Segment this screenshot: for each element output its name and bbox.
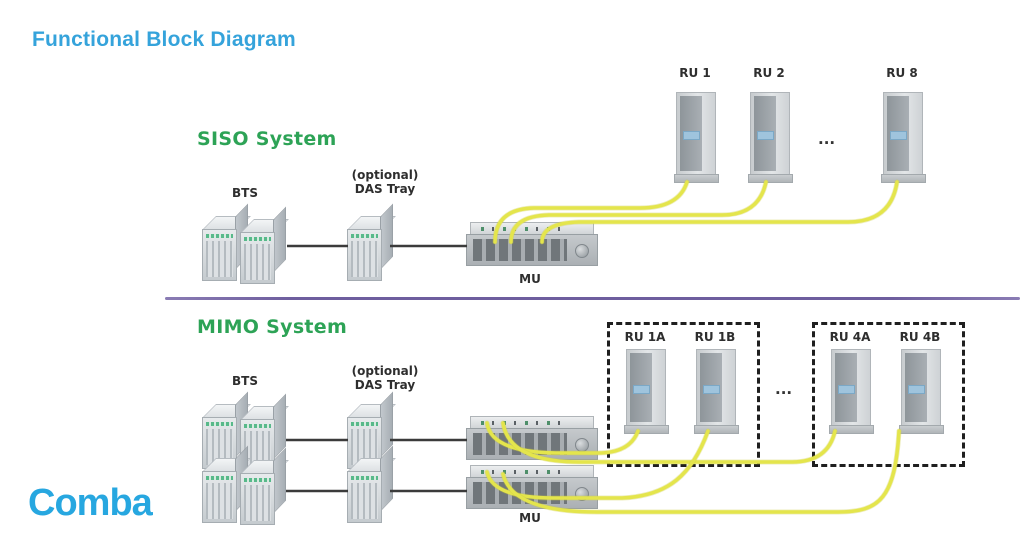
das-tray-label-mimo: (optional) DAS Tray [330,364,440,392]
ellipsis-mimo: ... [775,380,793,398]
ru-base [674,174,719,183]
tower-front-face [240,473,275,525]
ru-unit-icon [748,92,793,183]
tower-front-face [347,471,382,523]
ru1b-label: RU 1B [694,330,736,344]
mu-label-siso: MU [519,272,541,286]
mu-unit-icon [466,222,598,266]
tower-vent-slats [206,483,233,519]
ru-unit-icon [829,349,874,434]
mu-body [466,428,598,460]
ru-base [899,425,944,434]
ru-display [890,130,907,140]
ru-base [881,174,926,183]
ru-unit-icon [674,92,719,183]
server-tower-icon [200,203,251,281]
tower-led-strip [351,234,378,238]
das-tray-tower-icon [345,203,396,281]
ru4a-label: RU 4A [829,330,871,344]
ru-display [908,385,925,395]
mimo-heading: MIMO System [197,316,348,338]
tower-front-face [202,229,237,281]
ru-unit-icon [881,92,926,183]
tower-front-face [240,232,275,284]
ru-display [838,385,855,395]
server-tower-icon [238,447,289,525]
mu-knob [575,244,589,258]
server-tower-icon [238,206,289,284]
mu-body [466,477,598,509]
ru-base [624,425,669,434]
tower-led-strip [244,237,271,241]
tower-led-strip [244,478,271,482]
bts-label-siso: BTS [232,186,258,200]
tower-led-strip [206,234,233,238]
ru1a-label: RU 1A [624,330,666,344]
das-tray-label-siso: (optional) DAS Tray [330,168,440,196]
ellipsis-siso: ... [818,130,836,148]
das-optional-label: (optional) [351,364,419,378]
bts-label-mimo: BTS [232,374,258,388]
ru-base [748,174,793,183]
divider-line [165,297,1020,300]
tower-led-strip [206,476,233,480]
tower-vent-slats [244,244,271,280]
ru-display [757,130,774,140]
siso-heading: SISO System [197,128,337,150]
ru-base [694,425,739,434]
ru-unit-icon [899,349,944,434]
tower-led-strip [351,422,378,426]
ru-display [683,130,700,140]
server-tower-icon [200,391,251,469]
ru-unit-icon [694,349,739,434]
mu-ports [473,433,567,455]
tower-led-strip [206,422,233,426]
das-tray-tower-icon [345,445,396,523]
das-name-label: DAS Tray [354,378,416,392]
tower-vent-slats [351,241,378,277]
tower-led-strip [244,424,271,428]
server-tower-icon [200,445,251,523]
page-title: Functional Block Diagram [32,28,296,51]
tower-front-face [347,229,382,281]
mu-knob [575,487,589,501]
mu-ports [473,239,567,261]
das-name-label: DAS Tray [354,182,416,196]
ru-base [829,425,874,434]
mu-unit-icon [466,416,598,460]
mu-ports [473,482,567,504]
mu-label-mimo: MU [519,511,541,525]
ru-unit-icon [624,349,669,434]
tower-vent-slats [206,241,233,277]
das-optional-label: (optional) [351,168,419,182]
tower-front-face [202,417,237,469]
ru-display [633,385,650,395]
mu-body [466,234,598,266]
ru4b-label: RU 4B [899,330,941,344]
ru1-label: RU 1 [679,66,711,80]
tower-front-face [202,471,237,523]
comba-logo: Comba [28,482,153,524]
ru8-label: RU 8 [886,66,918,80]
ru-display [703,385,720,395]
tower-led-strip [351,476,378,480]
tower-vent-slats [351,483,378,519]
mu-unit-icon [466,465,598,509]
tower-vent-slats [244,485,271,521]
mu-knob [575,438,589,452]
ru2-label: RU 2 [753,66,785,80]
